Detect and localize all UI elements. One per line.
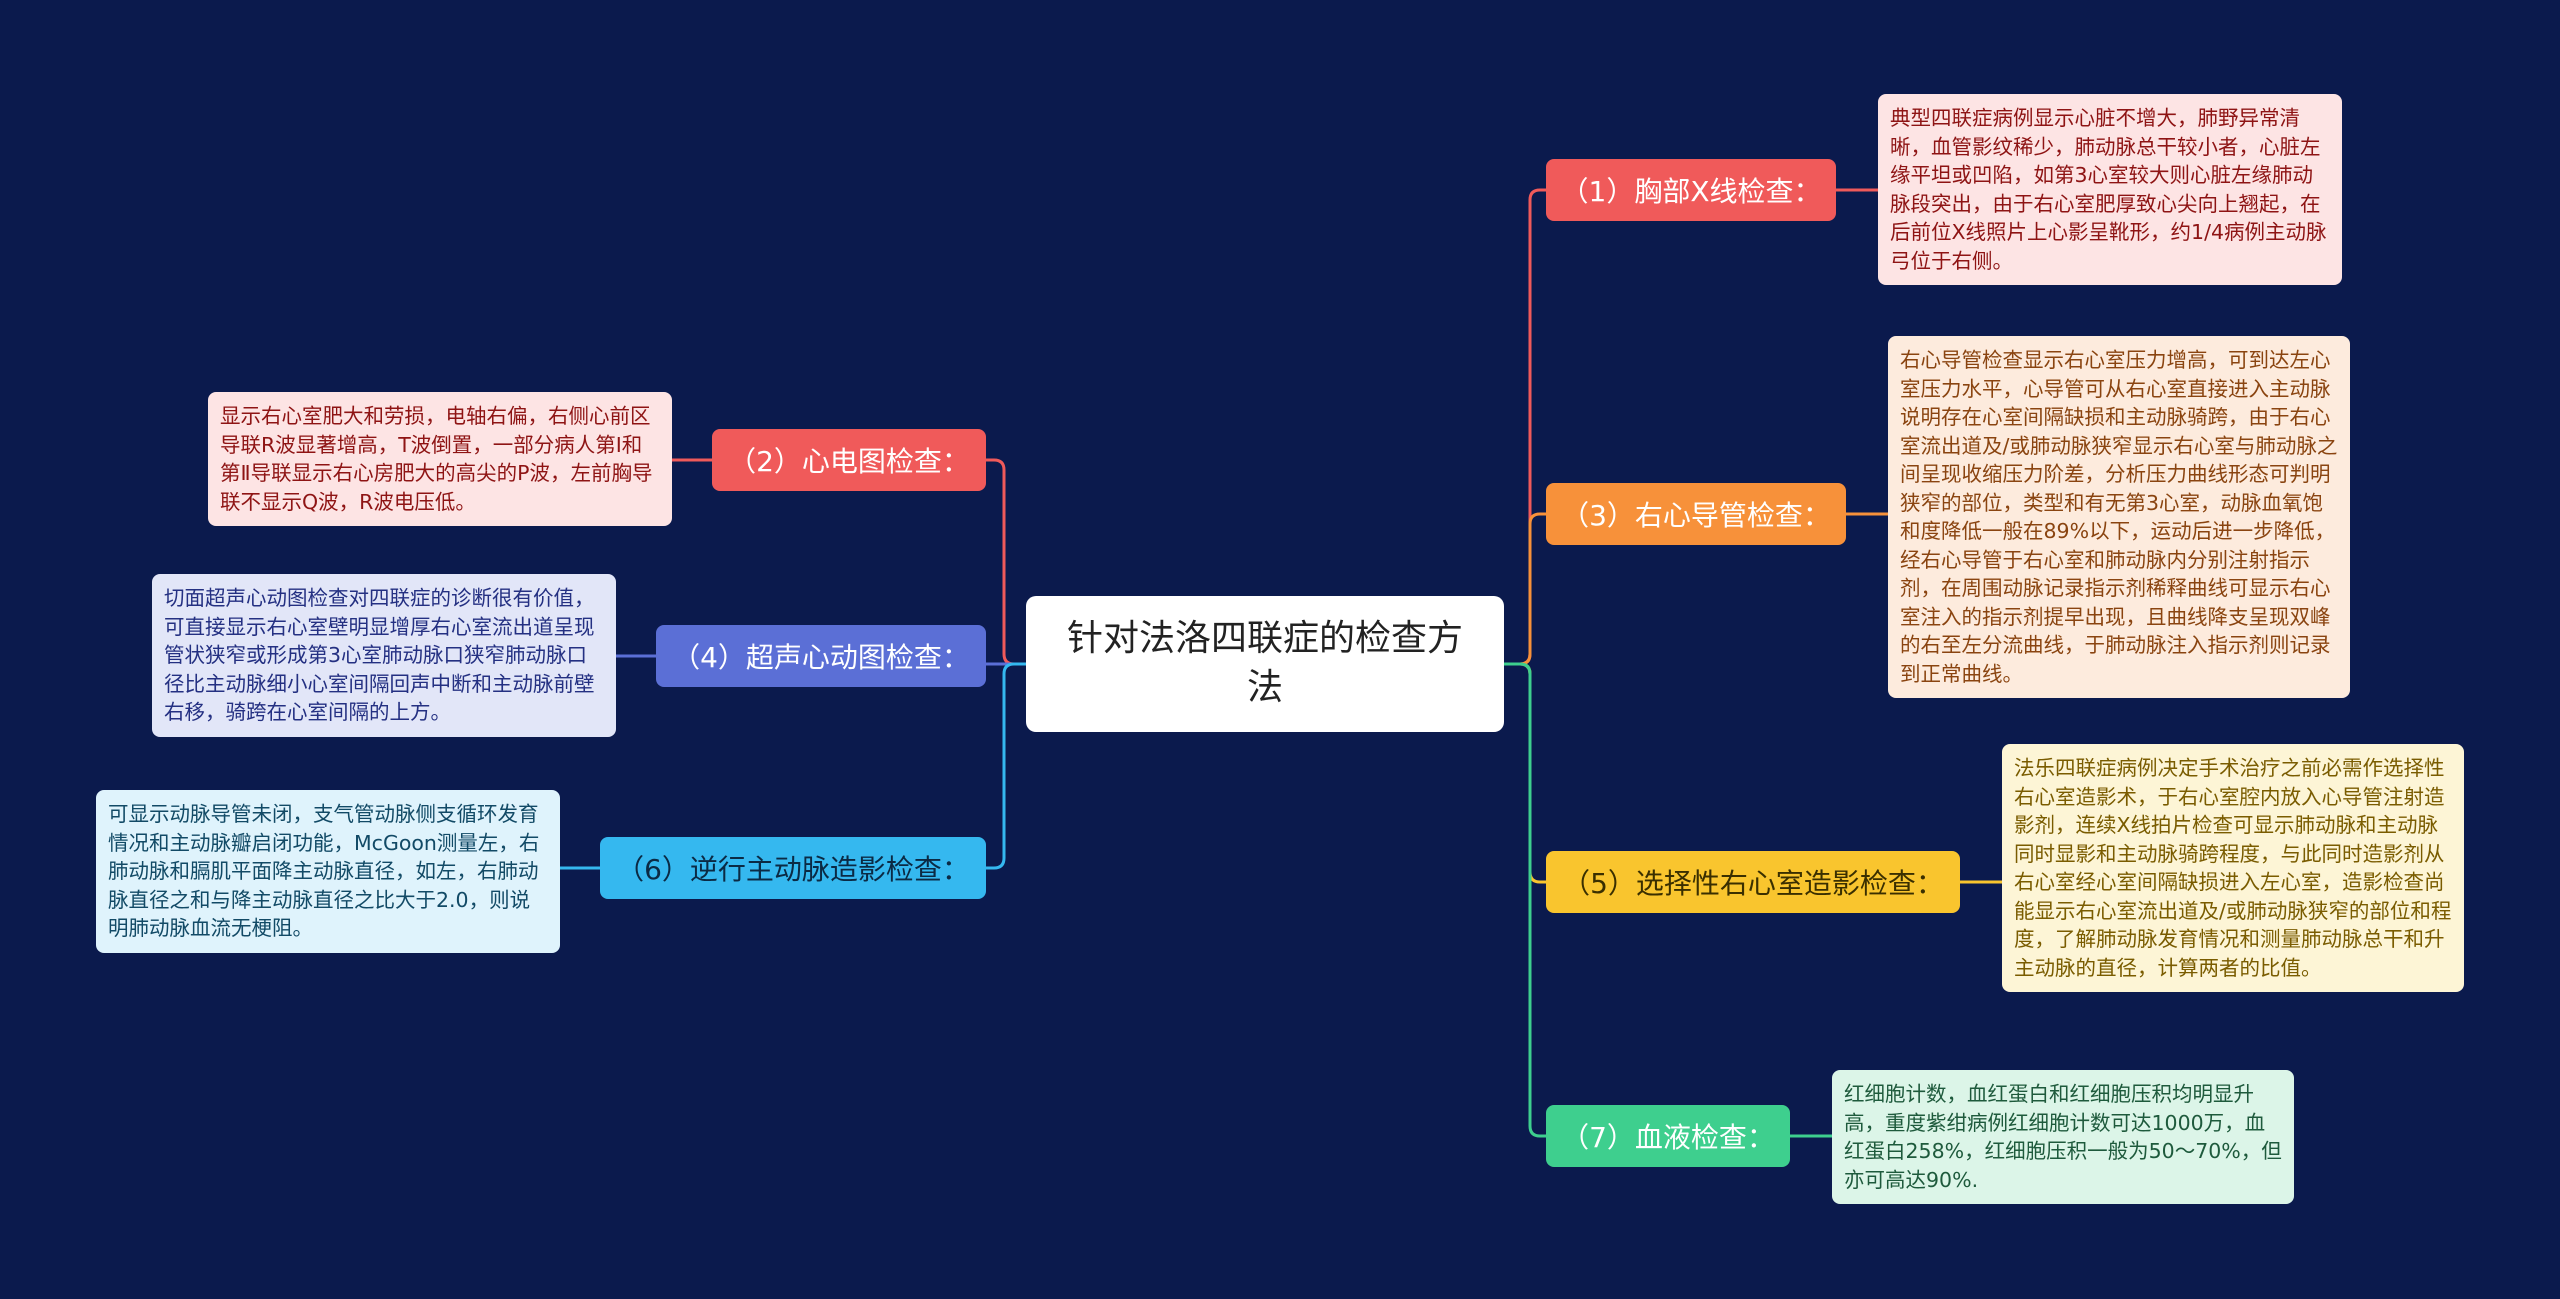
detail-aortography: 可显示动脉导管未闭，支气管动脉侧支循环发育情况和主动脉瓣启闭功能，McGoon测… xyxy=(96,790,560,953)
detail-blood-test: 红细胞计数，血红蛋白和红细胞压积均明显升高，重度紫绀病例红细胞计数可达1000万… xyxy=(1832,1070,2294,1204)
branch-chest-xray[interactable]: （1）胸部X线检查： xyxy=(1546,159,1836,221)
branch-selective-ventriculography[interactable]: （5）选择性右心室造影检查： xyxy=(1546,851,1960,913)
branch-echocardiography[interactable]: （4）超声心动图检查： xyxy=(656,625,986,687)
connector-b5 xyxy=(1504,662,1546,884)
detail-ecg: 显示右心室肥大和劳损，电轴右偏，右侧心前区导联R波显著增高，T波倒置，一部分病人… xyxy=(208,392,672,526)
connector-b2 xyxy=(986,458,1026,666)
connector-b1 xyxy=(1504,188,1546,666)
branch-aortography[interactable]: （6）逆行主动脉造影检查： xyxy=(600,837,986,899)
detail-chest-xray: 典型四联症病例显示心脏不增大，肺野异常清晰，血管影纹稀少，肺动脉总干较小者，心脏… xyxy=(1878,94,2342,285)
detail-right-heart-catheter: 右心导管检查显示右心室压力增高，可到达左心室压力水平，心导管可从右心室直接进入主… xyxy=(1888,336,2350,698)
branch-right-heart-catheter[interactable]: （3）右心导管检查： xyxy=(1546,483,1846,545)
detail-selective-ventriculography: 法乐四联症病例决定手术治疗之前必需作选择性右心室造影术，于右心室腔内放入心导管注… xyxy=(2002,744,2464,992)
branch-blood-test[interactable]: （7）血液检查： xyxy=(1546,1105,1790,1167)
branch-ecg[interactable]: （2）心电图检查： xyxy=(712,429,986,491)
detail-echocardiography: 切面超声心动图检查对四联症的诊断很有价值，可直接显示右心室壁明显增厚右心室流出道… xyxy=(152,574,616,737)
connector-b6 xyxy=(986,662,1026,870)
connector-b3 xyxy=(1504,512,1546,666)
connector-b7 xyxy=(1504,662,1546,1138)
central-topic[interactable]: 针对法洛四联症的检查方法 xyxy=(1026,596,1504,732)
